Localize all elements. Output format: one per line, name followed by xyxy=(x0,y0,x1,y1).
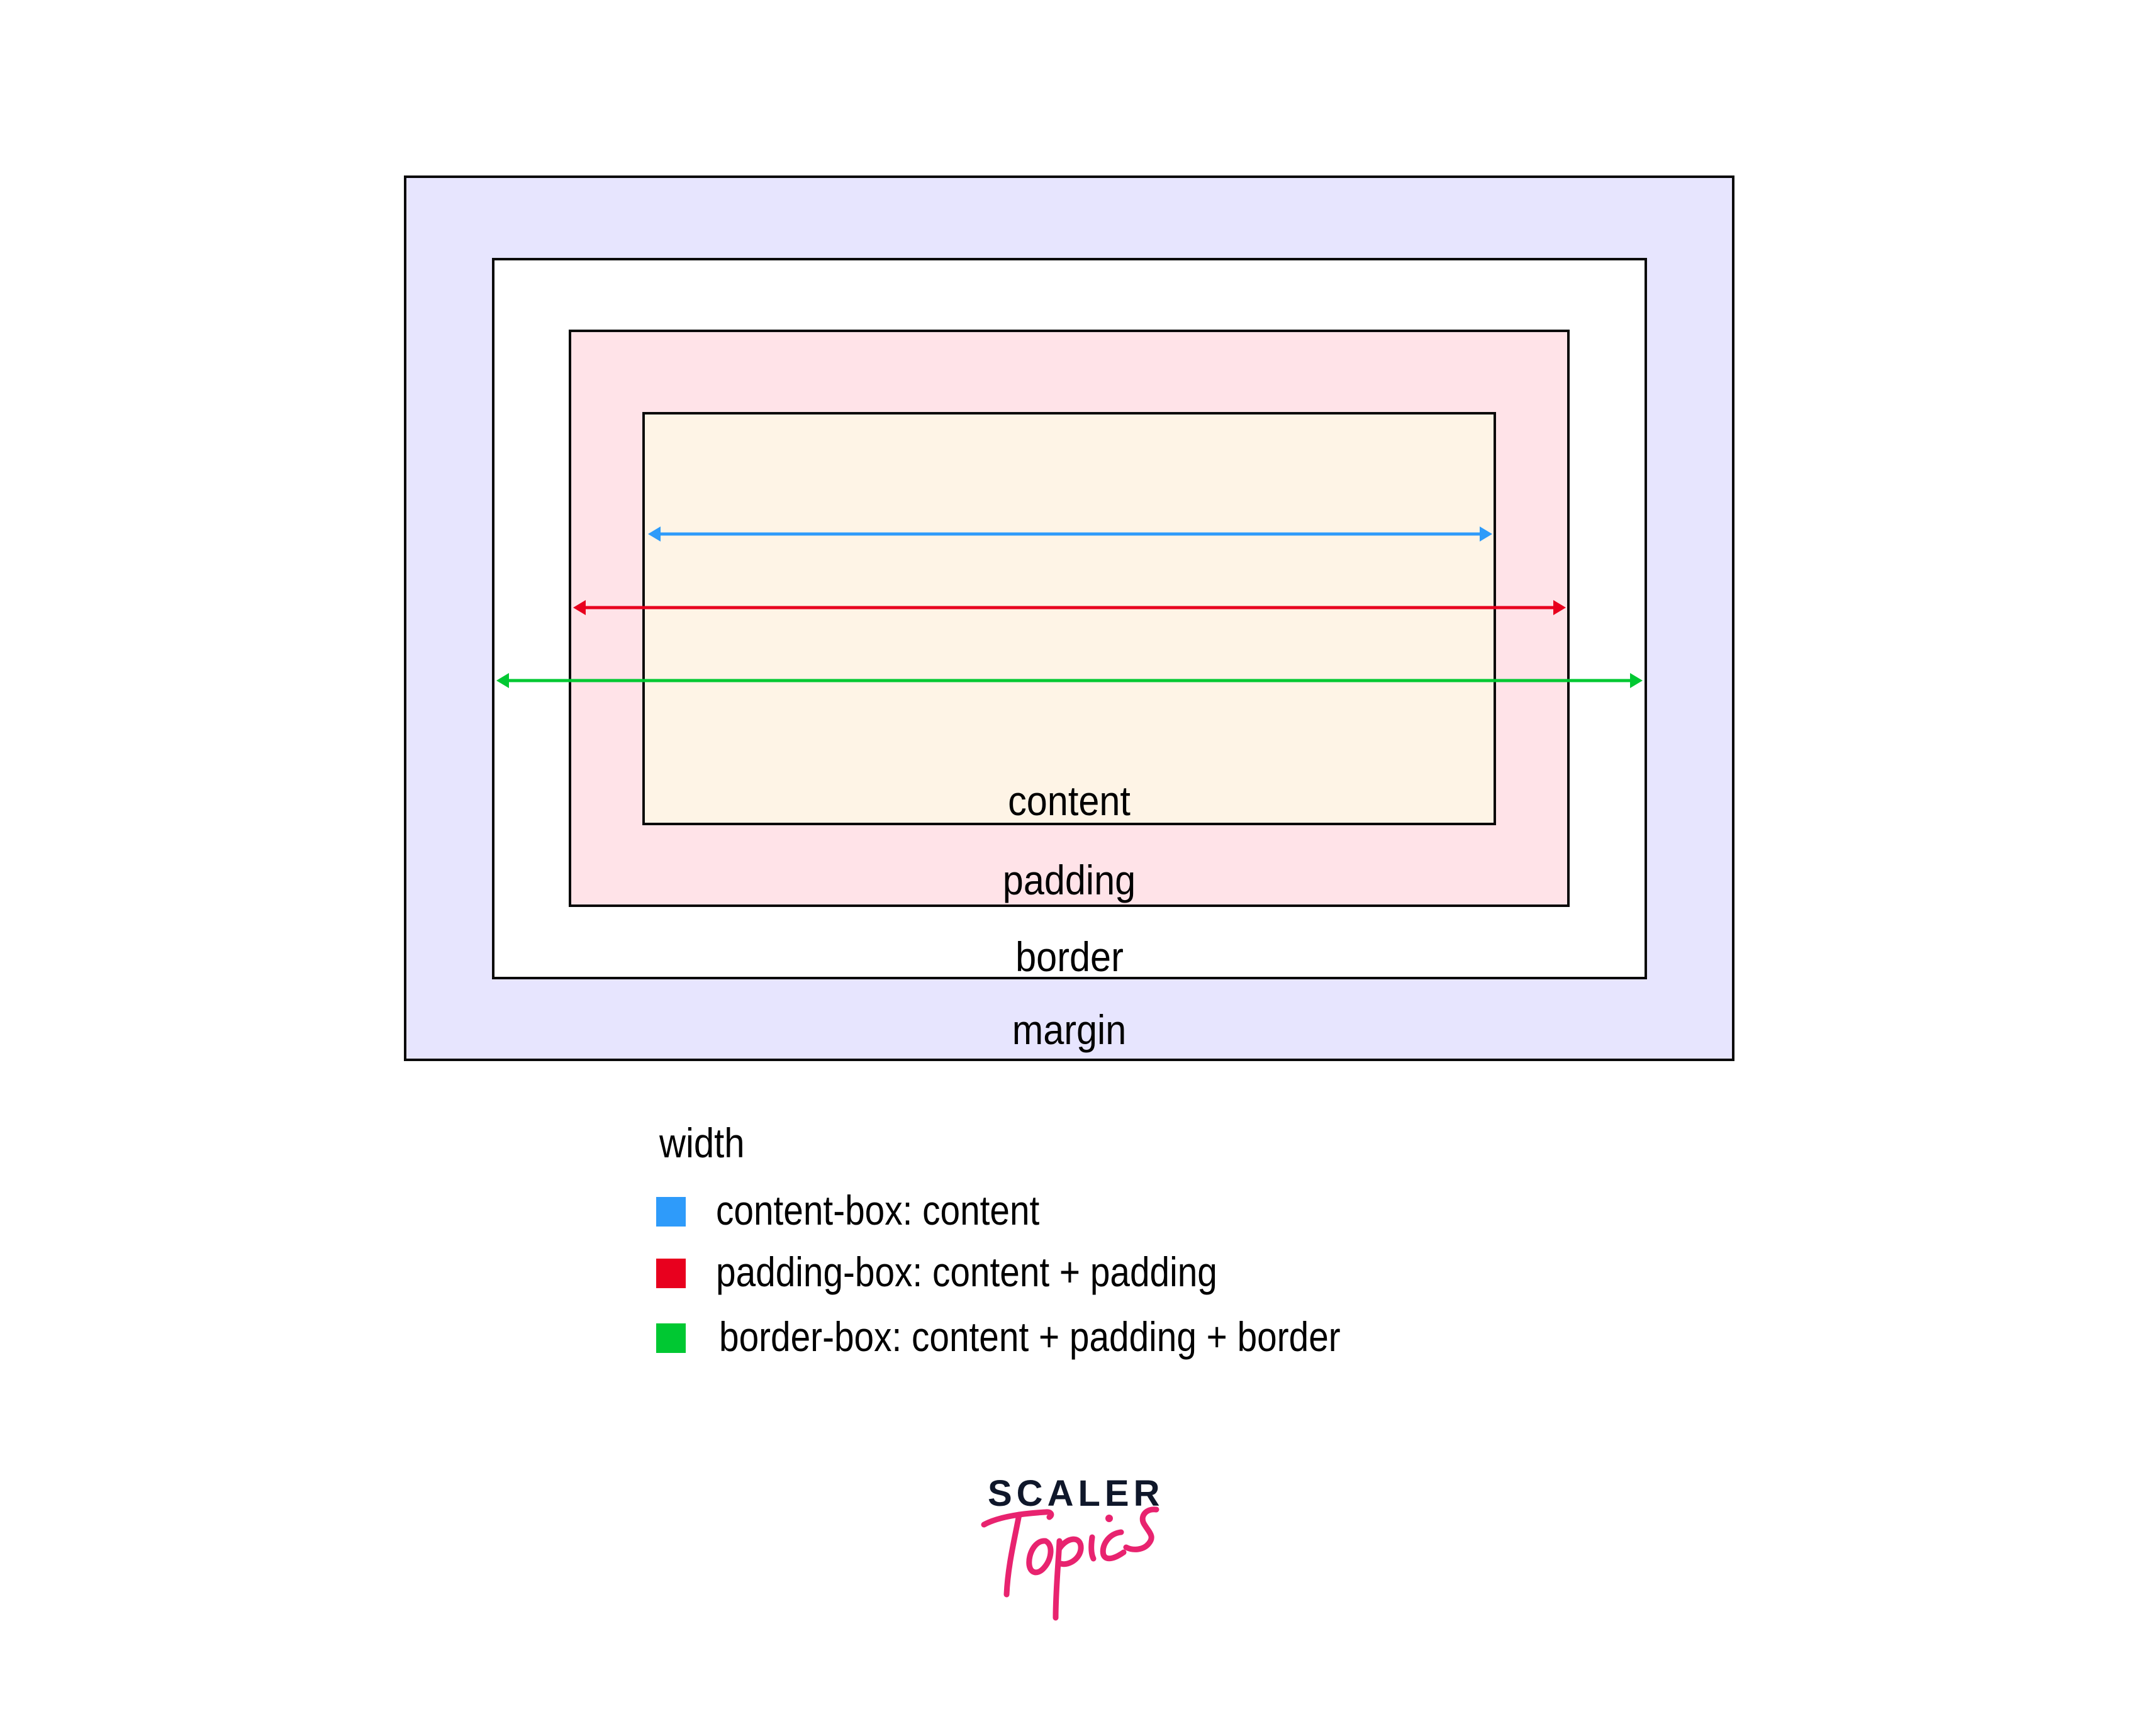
legend-item-label: content-box: content xyxy=(716,1187,1040,1233)
content-label: content xyxy=(1008,777,1131,824)
blue-swatch-icon xyxy=(656,1197,686,1227)
legend-item-label: padding-box: content + padding xyxy=(716,1249,1217,1295)
padding-label: padding xyxy=(1002,857,1136,903)
red-swatch-icon xyxy=(656,1259,686,1288)
green-swatch-icon xyxy=(656,1323,686,1353)
scaler-topics-logo: SCALER xyxy=(975,1472,1170,1629)
legend-item-label: border-box: content + padding + border xyxy=(719,1313,1341,1360)
margin-label: margin xyxy=(1012,1006,1127,1053)
content-box: content xyxy=(642,412,1496,825)
topics-script-icon xyxy=(981,1506,1159,1621)
legend-title: width xyxy=(659,1120,745,1166)
border-label: border xyxy=(1015,933,1124,980)
logo-brand-text: SCALER xyxy=(988,1473,1164,1514)
